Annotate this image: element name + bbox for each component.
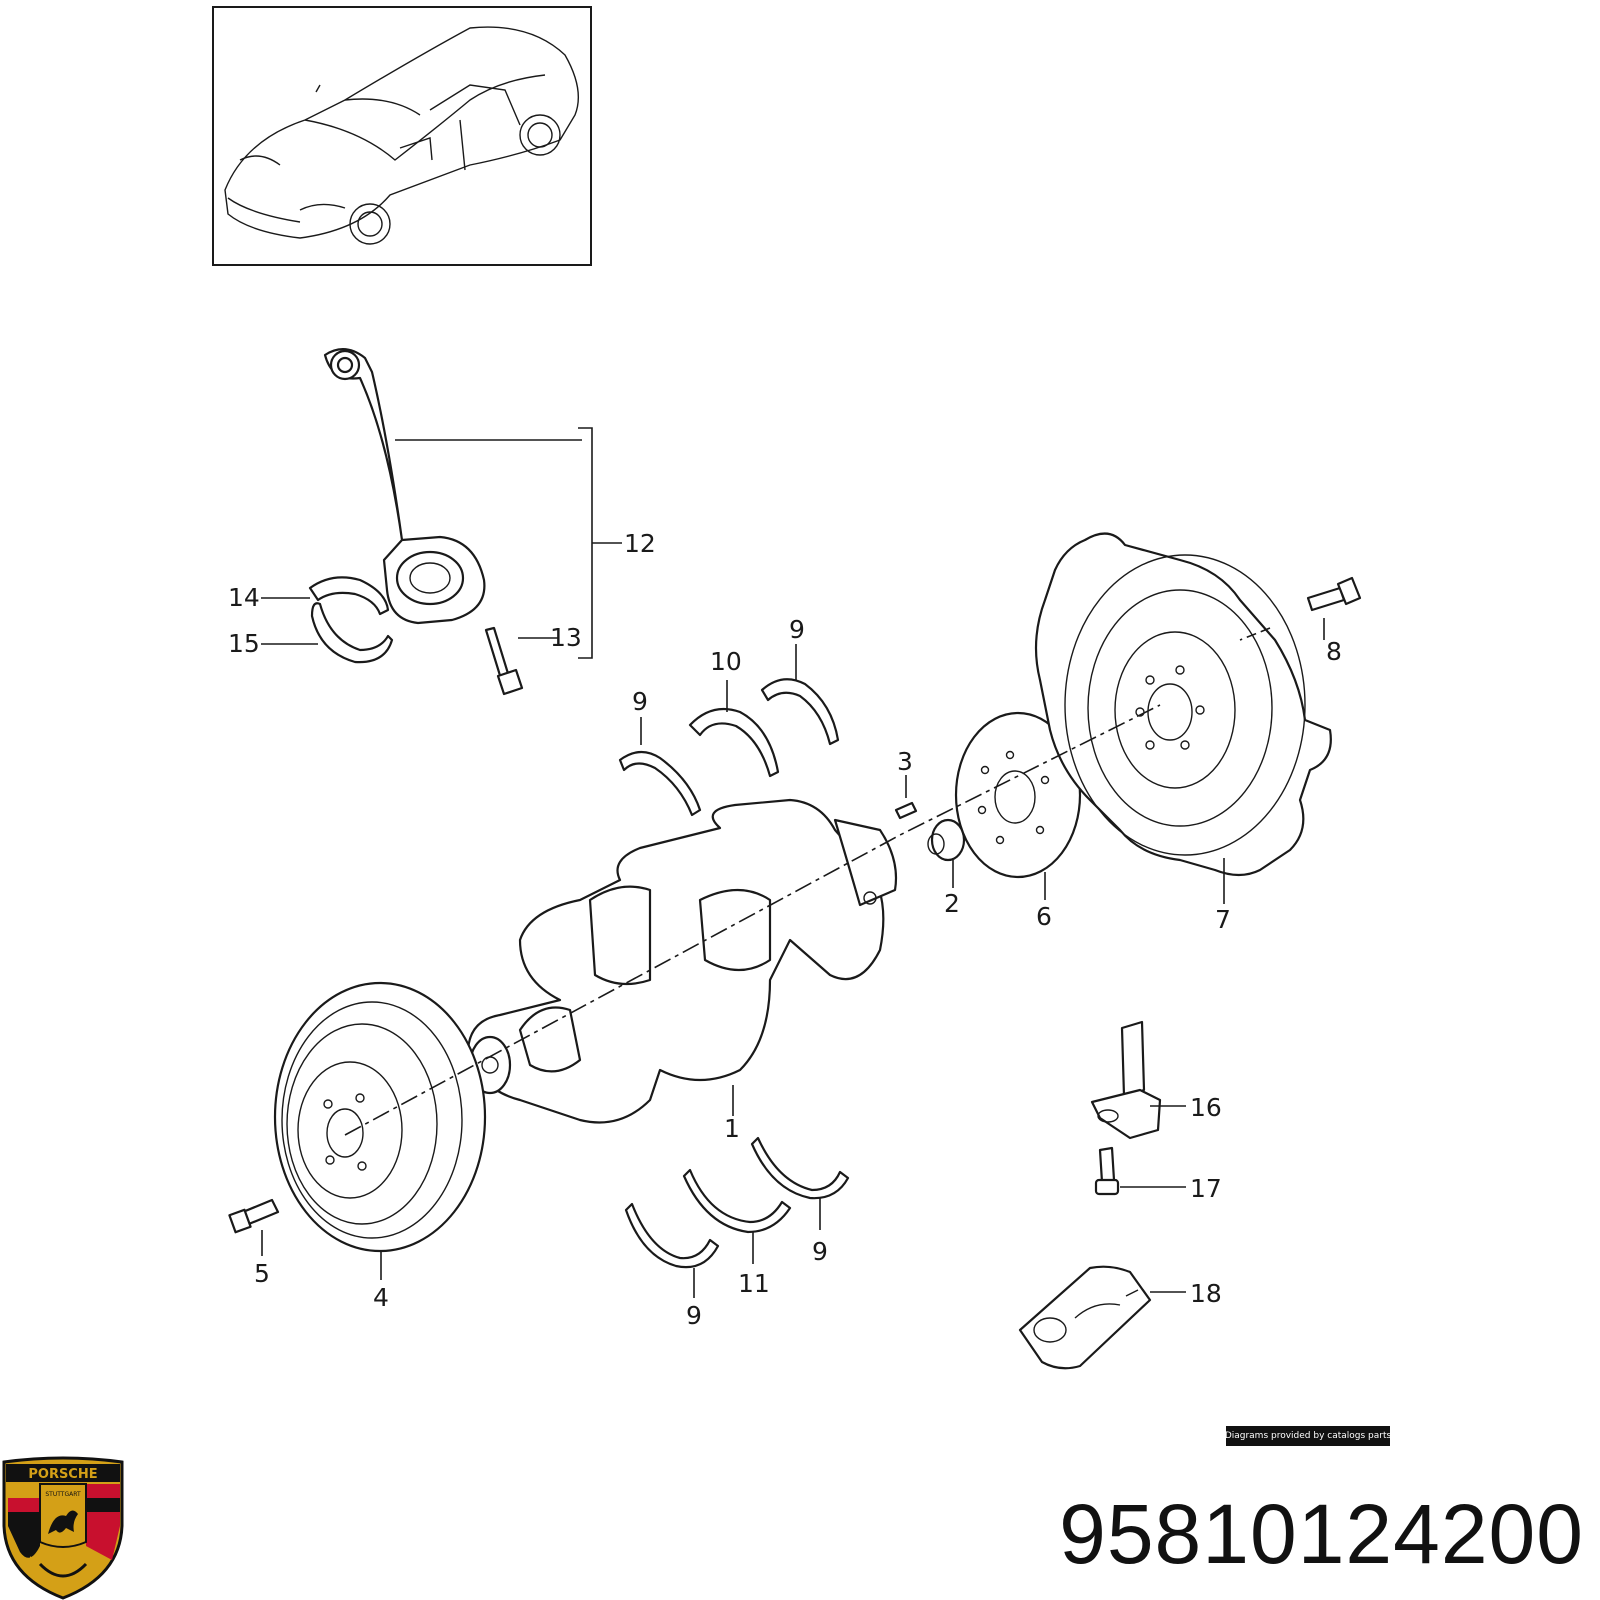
- callout-10: 10: [710, 647, 742, 676]
- sensor-bolt-17: [1094, 1146, 1120, 1196]
- callout-14: 14: [228, 583, 260, 612]
- callout-16: 16: [1190, 1093, 1222, 1122]
- vehicle-inset: [212, 6, 592, 266]
- callout-2: 2: [944, 889, 960, 918]
- callout-12: 12: [624, 529, 656, 558]
- callout-8: 8: [1326, 637, 1342, 666]
- callout-7: 7: [1215, 905, 1231, 934]
- callout-3: 3: [897, 747, 913, 776]
- pulley-bolt-5: [228, 1198, 280, 1234]
- part-number: 95810124200: [1059, 1487, 1584, 1581]
- bearing-shells: [618, 678, 850, 1269]
- callout-18: 18: [1190, 1279, 1222, 1308]
- callout-9-bottom-right: 9: [812, 1237, 828, 1266]
- porsche-crest-logo: PORSCHE STUTTGART: [2, 1456, 124, 1600]
- axis-centerlines: [344, 704, 1161, 1136]
- spacer-plate-6: [954, 711, 1082, 879]
- callout-labels: 12 14 15 13 9 10 9 3 2 6 7 8 1 16 17 18 …: [228, 529, 1342, 1330]
- bracket-18: [1018, 1265, 1152, 1370]
- pilot-bushing-2: [927, 818, 966, 862]
- leader-lines: [261, 427, 1325, 1298]
- callout-5: 5: [254, 1259, 270, 1288]
- callout-6: 6: [1036, 902, 1052, 931]
- callout-15: 15: [228, 629, 260, 658]
- pulley-damper: [273, 981, 487, 1253]
- callout-11: 11: [738, 1269, 770, 1298]
- callout-1: 1: [724, 1114, 740, 1143]
- rod-bolt-13: [484, 626, 524, 696]
- credit-banner: Diagrams provided by catalogs parts: [1225, 1426, 1391, 1446]
- callout-4: 4: [373, 1283, 389, 1312]
- logo-city: STUTTGART: [45, 1491, 81, 1498]
- logo-wordmark: PORSCHE: [28, 1467, 97, 1482]
- sensor-16: [1090, 1020, 1162, 1140]
- pin-3: [894, 801, 918, 820]
- callout-9-top-right: 9: [789, 615, 805, 644]
- callout-9-top-left: 9: [632, 687, 648, 716]
- bearing-shells-14-15: [308, 576, 394, 664]
- callout-17: 17: [1190, 1174, 1222, 1203]
- connecting-rod: [323, 348, 486, 625]
- callout-9-bottom-left: 9: [686, 1301, 702, 1330]
- flywheel-bolt-8: [1306, 576, 1362, 612]
- callout-13: 13: [550, 623, 582, 652]
- crankshaft: [466, 798, 898, 1124]
- flywheel-7: [1034, 532, 1332, 877]
